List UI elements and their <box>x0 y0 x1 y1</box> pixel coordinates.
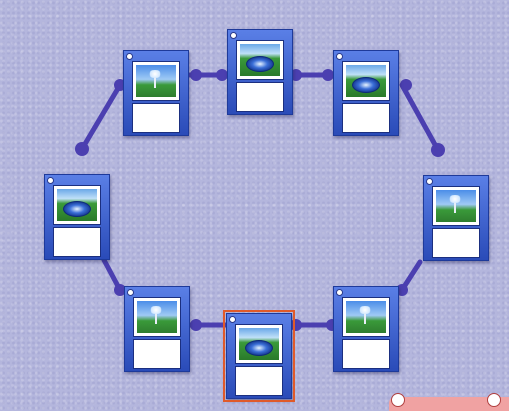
card-bottom-left[interactable] <box>124 286 190 372</box>
circle-icon[interactable] <box>487 393 501 407</box>
card-cost-icon <box>47 177 54 184</box>
card-cost-icon <box>336 289 343 296</box>
card-text-box <box>53 227 101 257</box>
link-node[interactable] <box>216 69 228 81</box>
card-art <box>342 297 390 337</box>
link-node[interactable] <box>190 69 202 81</box>
card-bottom-center[interactable] <box>223 310 295 402</box>
water-swirl-icon <box>352 77 380 93</box>
link-node[interactable] <box>75 142 89 156</box>
card-title <box>345 289 395 295</box>
card-top-center[interactable] <box>227 29 293 115</box>
card-top-right[interactable] <box>333 50 399 136</box>
card-title <box>238 316 288 322</box>
card-text-box <box>432 228 480 258</box>
card-art <box>432 186 480 226</box>
card-text-box <box>236 82 284 112</box>
card-art <box>235 324 283 364</box>
card-cost-icon <box>127 289 134 296</box>
card-cost-icon <box>126 53 133 60</box>
card-title <box>135 53 185 59</box>
water-swirl-icon <box>245 340 273 356</box>
wind-icon <box>149 306 163 324</box>
wind-icon <box>358 306 372 324</box>
card-cost-icon <box>336 53 343 60</box>
card-mid-left[interactable] <box>44 174 110 260</box>
link-node[interactable] <box>400 79 412 91</box>
card-art <box>133 297 181 337</box>
card-title <box>435 178 485 184</box>
card-title <box>239 32 289 38</box>
link-node[interactable] <box>431 143 445 157</box>
circle-icon[interactable] <box>391 393 405 407</box>
link-node[interactable] <box>396 284 408 296</box>
card-cost-icon <box>229 316 236 323</box>
card-text-box <box>132 103 180 133</box>
link-node[interactable] <box>290 69 302 81</box>
link-node[interactable] <box>190 319 202 331</box>
link-node[interactable] <box>322 69 334 81</box>
card-text-box <box>342 103 390 133</box>
card-title <box>136 289 186 295</box>
card-text-box <box>235 366 283 396</box>
card-text-box <box>133 339 181 369</box>
card-art <box>342 61 390 101</box>
link-node[interactable] <box>290 319 302 331</box>
card-cost-icon <box>230 32 237 39</box>
wind-icon <box>448 195 462 213</box>
card-title <box>345 53 395 59</box>
water-swirl-icon <box>63 201 91 217</box>
card-bottom-right[interactable] <box>333 286 399 372</box>
card-art <box>236 40 284 80</box>
card-title <box>56 177 106 183</box>
wind-icon <box>148 70 162 88</box>
water-swirl-icon <box>246 56 274 72</box>
bottom-toolbar-tab[interactable] <box>389 393 509 411</box>
card-cost-icon <box>426 178 433 185</box>
card-top-left[interactable] <box>123 50 189 136</box>
card-art <box>53 185 101 225</box>
link-node[interactable] <box>114 284 126 296</box>
card-art <box>132 61 180 101</box>
card-mid-right[interactable] <box>423 175 489 261</box>
card-text-box <box>342 339 390 369</box>
